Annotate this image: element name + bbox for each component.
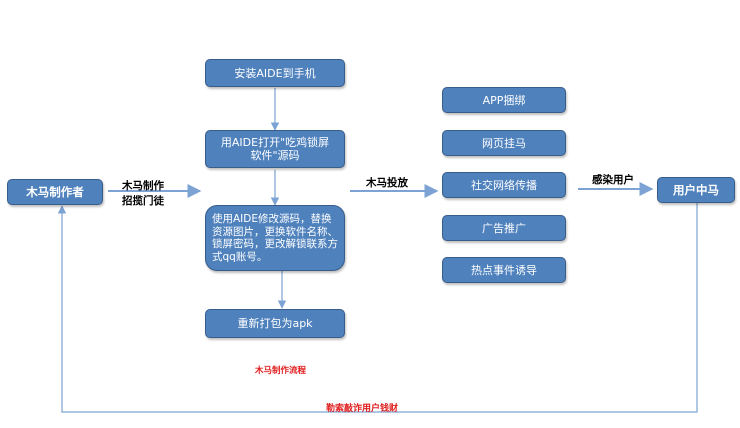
node-channel-social: 社交网络传播 xyxy=(442,172,566,198)
label-infect: 感染用户 xyxy=(592,174,634,186)
caption-flow-title: 木马制作流程 xyxy=(255,366,307,376)
node-channel-app: APP捆绑 xyxy=(442,87,566,113)
node-step-repack: 重新打包为apk xyxy=(205,309,345,338)
arrow-victim-to-maker xyxy=(57,202,698,413)
node-channel-web: 网页挂马 xyxy=(442,130,566,156)
label-extort: 勒索敲诈用户钱财 xyxy=(326,404,399,414)
node-maker: 木马制作者 xyxy=(7,179,103,205)
node-step-open: 用AIDE打开"吃鸡锁屏软件"源码 xyxy=(205,130,345,168)
node-channel-hot: 热点事件诱导 xyxy=(442,257,566,283)
label-deliver: 木马投放 xyxy=(366,177,408,189)
node-step-install: 安装AIDE到手机 xyxy=(205,59,345,87)
node-step-modify: 使用AIDE修改源码，替换资源图片，更换软件名称、锁屏密码，更改解锁联系方式qq… xyxy=(205,205,345,271)
label-recruit-line1: 木马制作 xyxy=(122,180,164,192)
node-channel-ad: 广告推广 xyxy=(442,215,566,241)
label-recruit-line2: 招揽门徒 xyxy=(122,195,164,207)
node-victim: 用户中马 xyxy=(657,177,735,203)
